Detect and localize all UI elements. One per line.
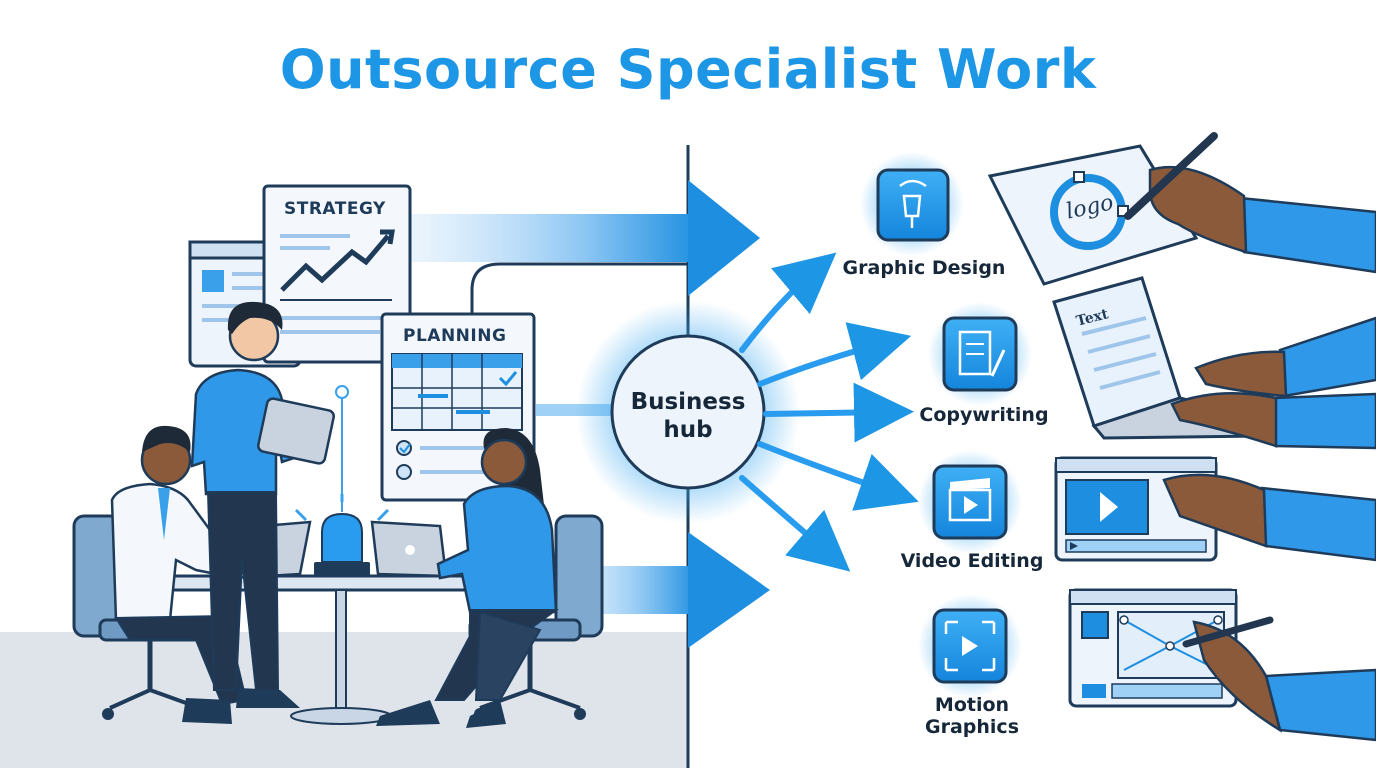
top-flow-arrow	[410, 180, 760, 296]
connector-line	[470, 262, 688, 318]
motion-label-line1: Motion	[934, 694, 1010, 716]
seated-woman	[376, 428, 560, 728]
laptop-right	[370, 520, 448, 578]
service-label-graphic-design: Graphic Design	[842, 257, 1006, 279]
editing-hand	[1162, 473, 1376, 562]
strategy-document	[262, 184, 412, 364]
hub-output-arrows	[739, 252, 919, 572]
hand-with-pen	[1124, 132, 1376, 274]
hub-label: Business hub	[612, 388, 764, 444]
service-label-copywriting: Copywriting	[919, 404, 1049, 426]
copywriting-icon-box	[928, 302, 1032, 406]
typing-hands	[1170, 316, 1376, 450]
alert-beacon	[294, 385, 390, 576]
strategy-label: STRATEGY	[284, 199, 386, 219]
hub-label-line2: hub	[663, 417, 713, 443]
page-title: Outsource Specialist Work	[279, 38, 1097, 101]
standing-man	[190, 301, 336, 708]
hub-label-line1: Business	[630, 389, 746, 415]
service-label-motion-graphics: Motion Graphics	[872, 694, 1072, 738]
video-editing-icon-box	[918, 450, 1022, 554]
logo-sketch-paper	[987, 144, 1199, 286]
motion-graphics-icon-box	[918, 594, 1022, 698]
graphic-design-icon-box	[860, 152, 964, 256]
motion-label-line2: Graphics	[925, 716, 1019, 738]
planning-label: PLANNING	[403, 326, 507, 346]
service-label-video-editing: Video Editing	[900, 550, 1044, 572]
animating-hand	[1182, 616, 1376, 742]
